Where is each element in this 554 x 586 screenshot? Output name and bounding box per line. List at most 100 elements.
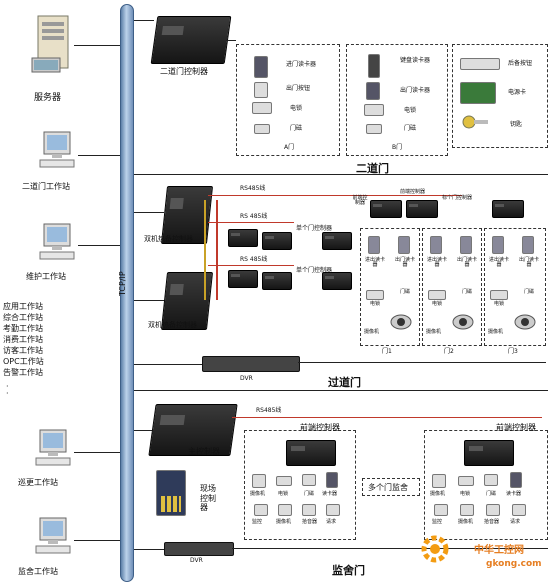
link-second-door <box>134 20 154 21</box>
bus-label: TCP/IP <box>118 271 127 296</box>
link-dvr-passage <box>134 364 202 365</box>
lane-caption-3: 门3 <box>508 348 518 355</box>
link-ha-2 <box>134 300 164 301</box>
tcpip-network-bus <box>120 4 134 582</box>
dorm2-request <box>512 504 526 516</box>
dorm2-reader <box>510 472 522 488</box>
monitor-workstation-label: 监舍工作站 <box>18 567 58 576</box>
power-card <box>460 82 496 104</box>
mid-label-2: 单个门控制器 <box>296 267 333 274</box>
lane3-item-3: 电锁 <box>494 301 505 307</box>
watermark-url: gkong.com <box>486 559 542 569</box>
gate-ctrl-2-label: 前端控制器 <box>400 189 426 195</box>
link-ws-monitor <box>74 540 120 541</box>
link-ws-maint <box>78 245 120 246</box>
app-workstation-3: 考勤工作站 <box>3 324 43 333</box>
dots-2: · <box>6 389 9 398</box>
mid-label-1: 单个门控制器 <box>296 225 333 232</box>
contact-b <box>366 124 382 134</box>
dorm1-item-5: 监控 <box>252 519 263 525</box>
lane3-camera-icon <box>514 312 536 330</box>
gate-ctrl-1 <box>370 200 402 218</box>
dorm2-item-3: 门磁 <box>486 491 497 497</box>
main-controller-label: 主控制器 <box>188 447 220 456</box>
door-a-box <box>236 44 340 156</box>
dorm2-lock <box>458 476 474 486</box>
door-a-item-1: 进门读卡器 <box>286 61 317 68</box>
separator-1 <box>134 174 548 175</box>
lane2-item-4: 门磁 <box>462 289 473 295</box>
lane2-reader-in <box>430 236 442 254</box>
lane3-reader-out <box>522 236 534 254</box>
backup-item-2: 电源卡 <box>508 89 527 96</box>
dorm2-cam2 <box>460 504 474 516</box>
front-ctrl-2-label: 前端控制器 <box>496 423 536 432</box>
app-workstation-2: 综合工作站 <box>3 313 43 322</box>
dorm2-monitor <box>434 504 448 516</box>
ha-controller-1-label: 双机热备控制器 <box>144 235 193 243</box>
link-dvr-cams <box>298 362 546 363</box>
dorm2-cam <box>432 474 446 488</box>
lane3-item-5: 摄像机 <box>488 329 504 335</box>
dorm-dvr-label: DVR <box>190 557 203 564</box>
gate-ctrl-1-label: 前端控制器 <box>352 195 368 207</box>
app-workstation-5: 访客工作站 <box>3 346 43 355</box>
dorm-rs485-label: RS485线 <box>256 407 282 414</box>
dorm1-lock <box>276 476 292 486</box>
site-controller-label: 现场控制器 <box>200 484 216 513</box>
watermark-brand: 中华工控网 <box>474 545 524 556</box>
lane2-lock <box>428 290 446 300</box>
link-ws-second-door <box>78 155 120 156</box>
rs485-top-label: RS485线 <box>240 185 266 192</box>
server-label: 服务器 <box>34 93 62 103</box>
front-ctrl-1 <box>286 440 336 466</box>
lane1-item-4: 门磁 <box>400 289 411 295</box>
lane1-item-3: 电锁 <box>370 301 381 307</box>
app-workstation-6: OPC工作站 <box>3 357 44 366</box>
dorm2-contact <box>484 474 498 486</box>
patrol-workstation-icon <box>34 428 74 468</box>
site-controller-keypad <box>161 496 181 512</box>
exit-reader-b <box>366 82 380 100</box>
dorm-box-1 <box>244 430 356 540</box>
lane2-item-5: 摄像机 <box>426 329 442 335</box>
lane3-reader-in <box>492 236 504 254</box>
lock-a <box>252 102 272 114</box>
key-icon <box>462 112 490 132</box>
dorm1-item-2: 电锁 <box>278 491 289 497</box>
gate-ctrl-3 <box>492 200 524 218</box>
lane2-reader-out <box>460 236 472 254</box>
passage-dvr <box>202 356 300 372</box>
lane1-item-1: 进出读卡器 <box>364 257 385 269</box>
lane-box-3 <box>484 228 546 346</box>
lane3-item-4: 门磁 <box>524 289 535 295</box>
lane3-item-2: 出门读卡器 <box>518 257 539 269</box>
dorm1-monitor <box>254 504 268 516</box>
dorm2-item-2: 电锁 <box>460 491 471 497</box>
dorm1-contact <box>302 474 316 486</box>
link-server <box>74 45 120 46</box>
lane3-item-1: 进出读卡器 <box>488 257 509 269</box>
backup-button-panel <box>460 58 500 70</box>
monitor-workstation-icon <box>34 516 74 556</box>
wiring-bundle <box>204 200 218 300</box>
passage-title: 过道门 <box>328 376 361 389</box>
lane1-reader-out <box>398 236 410 254</box>
gear-logo-icon <box>420 534 450 564</box>
door-a-item-4: 门磁 <box>290 125 303 132</box>
second-door-controller-label: 二道门控制器 <box>160 67 208 76</box>
lane2-item-2: 出门读卡器 <box>456 257 477 269</box>
rs485-label-1: RS 485线 <box>240 213 268 220</box>
link-dvr-dorm <box>134 549 164 550</box>
dorm2-item-4: 读卡器 <box>506 491 522 497</box>
rs485-line-2 <box>208 265 294 266</box>
passage-dvr-label: DVR <box>240 375 253 382</box>
gate-ctrl-2 <box>406 200 438 218</box>
many-door-label: 多个门监舍 <box>368 483 408 492</box>
lane1-item-5: 摄像机 <box>364 329 380 335</box>
maintenance-workstation-icon <box>38 222 78 262</box>
door-b-item-4: 门磁 <box>404 125 417 132</box>
door-b-box <box>346 44 448 156</box>
dorm-title: 监舍门 <box>332 564 365 577</box>
link-ha-1 <box>134 212 164 213</box>
